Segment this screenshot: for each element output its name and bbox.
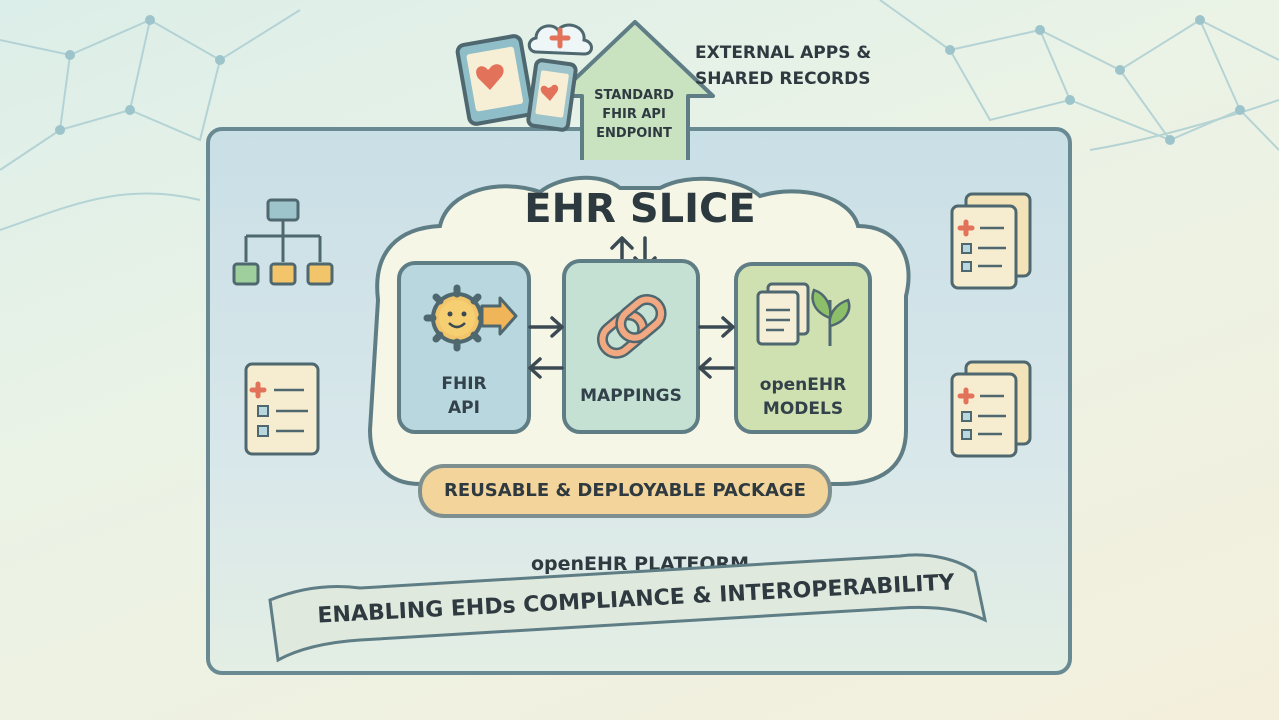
chain-link-icon <box>596 294 667 359</box>
fhir-api-line2: API <box>448 398 480 418</box>
reusable-package-badge: REUSABLE & DEPLOYABLE PACKAGE <box>418 464 832 518</box>
fhir-api-box: FHIR API <box>397 261 531 434</box>
arrow-mappings-to-fhir-icon <box>528 357 564 379</box>
ehr-slice-title: EHR SLICE <box>524 186 756 232</box>
endpoint-line2: FHIR API <box>602 107 666 122</box>
arrow-mappings-to-ehr-icon <box>698 316 735 338</box>
external-apps-label: EXTERNAL APPS & SHARED RECORDS <box>695 40 895 92</box>
arrow-ehr-to-mappings-icon <box>698 357 735 379</box>
package-label: REUSABLE & DEPLOYABLE PACKAGE <box>444 480 806 501</box>
tablet-heart-icon <box>455 34 535 126</box>
endpoint-line1: STANDARD <box>594 88 674 103</box>
medical-record-stack-icon-bottom <box>950 360 1032 458</box>
openehr-models-line1: openEHR <box>759 375 847 395</box>
phone-heart-icon <box>526 58 578 132</box>
upward-arrow <box>555 20 715 160</box>
medical-record-icon-left <box>244 362 320 456</box>
mappings-box: MAPPINGS <box>562 259 700 434</box>
documents-plant-icon <box>756 282 851 346</box>
cloud-plus-icon <box>527 23 593 56</box>
arrow-fhir-to-mappings-icon <box>528 316 564 338</box>
openehr-models-line2: MODELS <box>762 399 844 419</box>
mappings-label: MAPPINGS <box>580 386 682 406</box>
gear-smile-icon <box>423 284 518 352</box>
external-apps-line2: SHARED RECORDS <box>695 69 871 89</box>
fhir-api-line1: FHIR <box>441 374 487 394</box>
external-apps-line1: EXTERNAL APPS & <box>695 43 872 63</box>
endpoint-line3: ENDPOINT <box>596 126 672 141</box>
medical-record-stack-icon-top <box>950 192 1032 290</box>
hierarchy-icon <box>232 198 334 286</box>
fhir-endpoint-label: STANDARD FHIR API ENDPOINT <box>574 86 694 143</box>
